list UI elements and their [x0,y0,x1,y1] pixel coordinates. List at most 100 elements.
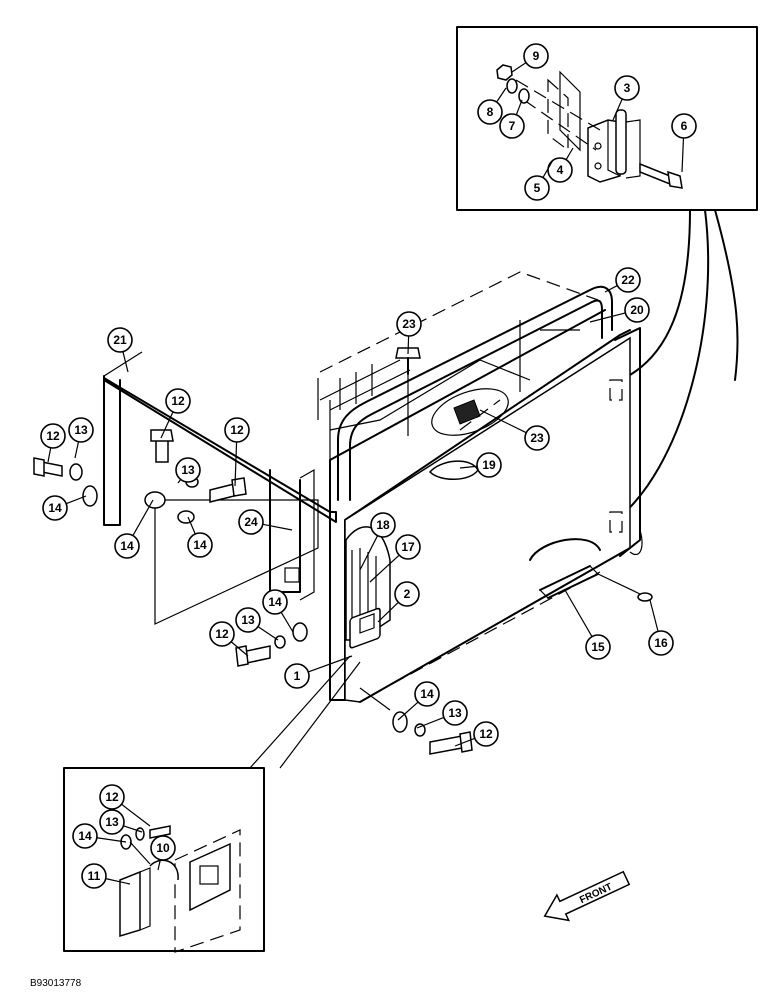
callout-number: 21 [113,333,127,347]
callout-circle [224,417,250,443]
callout-leader [565,147,574,160]
callout-number: 6 [681,119,688,133]
callout-leader [589,312,626,323]
callout-number: 12 [230,423,244,437]
callout-leader [96,837,127,843]
callout-21: 21 [107,327,133,373]
callout-9: 9 [511,43,549,73]
callout-circle [114,533,140,559]
callout-circle [648,630,674,656]
callout-circle [671,113,697,139]
callout-number: 14 [268,595,282,609]
callout-13: 13 [68,417,94,459]
callout-leader [257,626,279,641]
callout-leader [187,516,196,535]
callout-12: 12 [224,417,250,487]
callout-1: 1 [284,655,353,689]
callout-8: 8 [477,87,507,125]
callout-circle [523,43,549,69]
callout-circle [107,327,133,353]
callout-2: 2 [377,581,420,623]
callout-circle [150,835,176,861]
front-arrow: FRONT [543,870,631,922]
callout-13: 13 [175,457,201,484]
callout-number: 14 [193,538,207,552]
callout-13: 13 [416,700,468,729]
callout-12: 12 [160,388,191,439]
callout-circle [394,581,420,607]
callout-number: 24 [244,515,258,529]
callout-number: 10 [156,841,170,855]
callout-6: 6 [671,113,697,173]
callout-number: 17 [401,540,415,554]
callout-number: 13 [448,706,462,720]
callout-circle [187,532,213,558]
callout-10: 10 [150,835,176,871]
callout-circle [165,388,191,414]
callout-leader [369,554,400,583]
callout-leader [157,859,161,871]
callout-number: 22 [621,273,635,287]
callout-circle [477,99,503,125]
callout-number: 14 [48,501,62,515]
callout-circle [72,823,98,849]
callout-12: 12 [209,621,249,657]
callout-12: 12 [99,784,151,827]
callout-number: 23 [530,431,544,445]
callout-7: 7 [499,99,525,139]
callout-circle [42,495,68,521]
callout-circle [547,157,573,183]
callout-number: 13 [105,815,119,829]
callout-14: 14 [262,589,294,633]
callout-leader [416,716,445,729]
callout-leader [377,601,399,623]
callout-circle [262,589,288,615]
callout-4: 4 [547,147,574,183]
callout-number: 5 [534,181,541,195]
callout-13: 13 [235,607,279,641]
callout-14: 14 [114,499,154,559]
callout-number: 12 [215,627,229,641]
callout-number: 19 [482,458,496,472]
callout-circle [396,311,422,337]
callout-leader [132,499,154,536]
callout-number: 2 [404,587,411,601]
callout-leader [454,737,476,747]
callout-circle [370,512,396,538]
callout-14: 14 [42,495,87,521]
callout-number: 11 [88,869,101,883]
callout-number: 13 [74,423,88,437]
callout-leader [459,465,478,469]
callout-circle [175,457,201,483]
callout-circle [476,452,502,478]
callout-circle [238,509,264,535]
callout-leader [612,98,623,121]
callout-19: 19 [459,452,502,478]
callout-leader [160,411,174,439]
callout-number: 7 [509,119,516,133]
callout-circle [209,621,235,647]
callout-number: 16 [654,636,668,650]
main-assembly [103,271,653,711]
callout-leader [74,441,80,459]
callout-number: 13 [241,613,255,627]
callout-16: 16 [648,599,674,656]
callout-5: 5 [524,159,554,201]
callout-circle [499,113,525,139]
callout-number: 1 [294,669,301,683]
callout-circle [81,863,107,889]
callout-14: 14 [187,516,213,558]
callout-11: 11 [81,863,131,889]
callout-circle [442,700,468,726]
callout-leader [105,878,131,885]
callout-circle [585,634,611,660]
callout-circle [235,607,261,633]
callout-number: 20 [630,303,644,317]
callout-number: 12 [46,429,60,443]
callout-circle [615,267,641,293]
callout-leader [397,701,419,721]
callout-leader [123,825,143,833]
